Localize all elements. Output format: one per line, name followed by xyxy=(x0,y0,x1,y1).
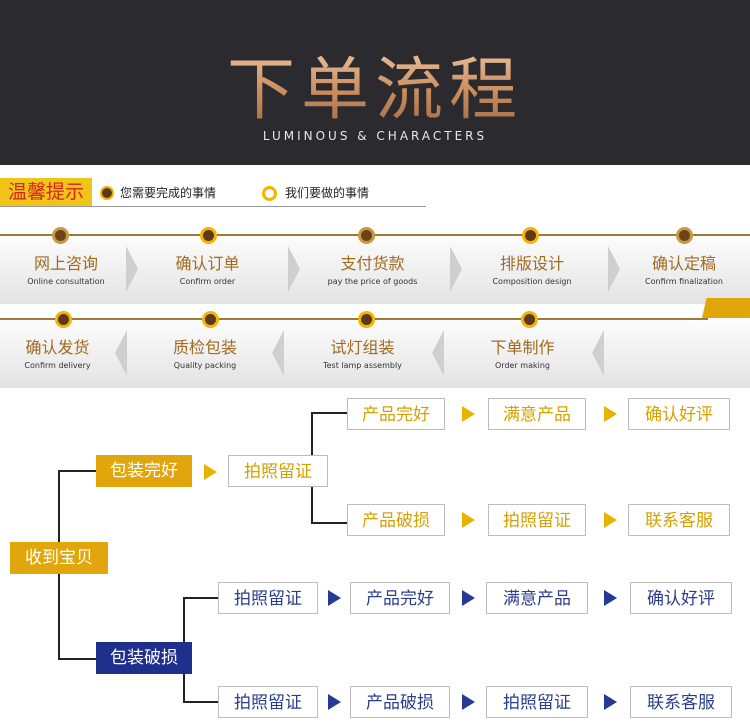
flow-damaged-packaging: 包装破损 xyxy=(96,642,192,674)
step-dot-icon xyxy=(55,311,72,328)
flow-good-packaging: 包装完好 xyxy=(96,455,192,487)
flow-connector xyxy=(183,701,218,703)
page-header: 下单流程 LUMINOUS & CHARACTERS xyxy=(0,0,750,165)
flow-good-b-1: 产品破损 xyxy=(347,504,445,536)
chevron-right-icon xyxy=(608,246,620,292)
flow-good-photo: 拍照留证 xyxy=(228,455,328,487)
arrow-right-icon xyxy=(328,590,341,606)
our-task-dot-icon xyxy=(262,186,277,201)
flow-connector xyxy=(183,597,218,599)
flow-good-b-3: 联系客服 xyxy=(628,504,730,536)
flow-good-a-3: 确认好评 xyxy=(628,398,730,430)
legend-our-task: 我们要做的事情 xyxy=(285,186,370,200)
arrow-right-icon xyxy=(462,694,475,710)
chevron-left-icon xyxy=(432,330,444,376)
step-dot-icon xyxy=(522,227,539,244)
flow-damaged-a-2: 产品完好 xyxy=(350,582,450,614)
flow-connector xyxy=(58,470,96,472)
tips-label: 温馨提示 xyxy=(0,178,92,206)
step-dot-icon xyxy=(676,227,693,244)
process-line xyxy=(0,318,708,320)
arrow-right-icon xyxy=(462,512,475,528)
chevron-left-icon xyxy=(592,330,604,376)
flow-damaged-a-3: 满意产品 xyxy=(486,582,588,614)
step-dot-icon xyxy=(202,311,219,328)
flow-damaged-b-1: 拍照留证 xyxy=(218,686,318,718)
customer-task-dot-icon xyxy=(100,186,114,200)
tips-divider xyxy=(0,206,426,207)
legend-customer-task: 您需要完成的事情 xyxy=(120,186,217,200)
flow-connector xyxy=(311,412,347,414)
flow-good-a-2: 满意产品 xyxy=(488,398,586,430)
page-subtitle: LUMINOUS & CHARACTERS xyxy=(262,129,488,143)
arrow-right-icon xyxy=(328,694,341,710)
chevron-right-icon xyxy=(450,246,462,292)
step-dot-icon xyxy=(358,227,375,244)
flow-connector xyxy=(311,522,347,524)
flow-damaged-b-3: 拍照留证 xyxy=(486,686,588,718)
arrow-right-icon xyxy=(604,694,617,710)
arrow-right-icon xyxy=(462,406,475,422)
flow-good-b-2: 拍照留证 xyxy=(488,504,586,536)
flow-root: 收到宝贝 xyxy=(10,542,108,574)
arrow-right-icon xyxy=(604,590,617,606)
step-dot-icon xyxy=(521,311,538,328)
arrow-right-icon xyxy=(462,590,475,606)
chevron-right-icon xyxy=(288,246,300,292)
flow-good-a-1: 产品完好 xyxy=(347,398,445,430)
flow-damaged-b-4: 联系客服 xyxy=(630,686,732,718)
page-title: 下单流程 xyxy=(0,34,750,133)
step-dot-icon xyxy=(52,227,69,244)
receiving-flowchart: 收到宝贝 包装完好 拍照留证 产品完好 满意产品 确认好评 产品破损 拍照留证 … xyxy=(0,392,750,727)
chevron-left-icon xyxy=(272,330,284,376)
chevron-left-icon xyxy=(115,330,127,376)
arrow-right-icon xyxy=(604,406,617,422)
flow-damaged-a-1: 拍照留证 xyxy=(218,582,318,614)
step-dot-icon xyxy=(200,227,217,244)
arrow-right-icon xyxy=(604,512,617,528)
flow-damaged-b-2: 产品破损 xyxy=(350,686,450,718)
tips-bar: 温馨提示 您需要完成的事情 我们要做的事情 xyxy=(0,174,750,210)
flow-connector xyxy=(58,658,96,660)
arrow-right-icon xyxy=(204,464,217,480)
process-line xyxy=(0,234,750,236)
flow-damaged-a-4: 确认好评 xyxy=(630,582,732,614)
chevron-right-icon xyxy=(126,246,138,292)
step-dot-icon xyxy=(358,311,375,328)
